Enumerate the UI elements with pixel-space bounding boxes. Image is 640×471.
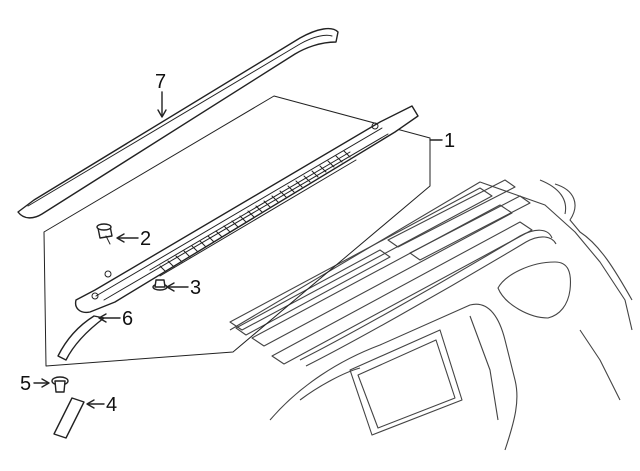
vehicle-roof-outline <box>229 179 633 451</box>
callout-7: 7 <box>155 71 166 93</box>
bolt-part-2 <box>96 223 113 245</box>
leader-lines <box>33 91 443 409</box>
callout-5: 5 <box>20 373 31 395</box>
roof-rail-cover-part <box>17 27 339 219</box>
assembly-bracket <box>43 95 431 367</box>
callout-3: 3 <box>190 277 201 299</box>
end-cap-part-6 <box>57 315 105 361</box>
callout-4: 4 <box>106 394 117 416</box>
nut-part-3 <box>152 279 168 291</box>
callout-6: 6 <box>122 308 133 330</box>
roof-rail-assembly-part <box>74 105 419 314</box>
callout-2: 2 <box>140 228 151 250</box>
callout-1: 1 <box>444 130 455 152</box>
seal-part-4 <box>53 397 85 439</box>
bolt-part-5 <box>51 376 69 393</box>
